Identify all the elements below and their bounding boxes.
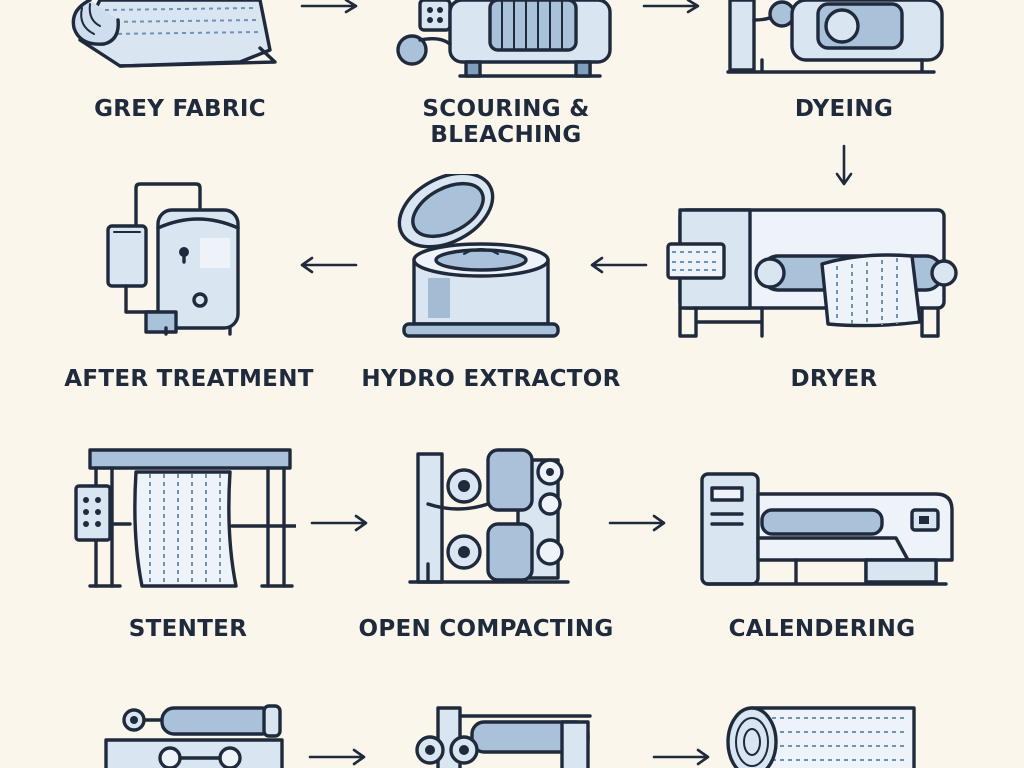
step-label: CALENDERING [728,616,916,642]
step-label: HYDRO EXTRACTOR [361,366,621,392]
compacting-machine-icon [408,448,570,584]
dryer-machine-icon [666,208,958,338]
roller-machine-icon [415,706,592,768]
arrow-left-icon [590,256,648,274]
arrow-right-icon [608,514,666,532]
hydro-extractor-icon [397,174,560,338]
arrow-right-icon [310,514,368,532]
step-label: STENTER [128,616,248,642]
fabric-roll-icon [71,0,277,68]
arrow-left-icon [300,256,358,274]
step-label: DRYER [790,366,878,392]
arrow-right-icon [642,0,700,14]
arrow-right-icon [300,0,358,14]
step-label: AFTER TREATMENT [64,366,314,392]
treatment-tank-icon [106,182,240,336]
scouring-machine-icon [396,0,612,78]
calendering-machine-icon [700,472,954,586]
step-label: DYEING [794,96,894,122]
step-label: OPEN COMPACTING [358,616,614,642]
arrow-right-icon [308,748,366,766]
fabric-roll-icon [726,706,916,768]
dyeing-machine-icon [726,0,944,74]
step-label: SCOURING & BLEACHING [422,96,590,148]
step-label: GREY FABRIC [94,96,266,122]
stenter-machine-icon [74,448,296,588]
roller-machine-icon [104,704,284,768]
arrow-right-icon [652,748,710,766]
arrow-down-icon [835,144,853,186]
